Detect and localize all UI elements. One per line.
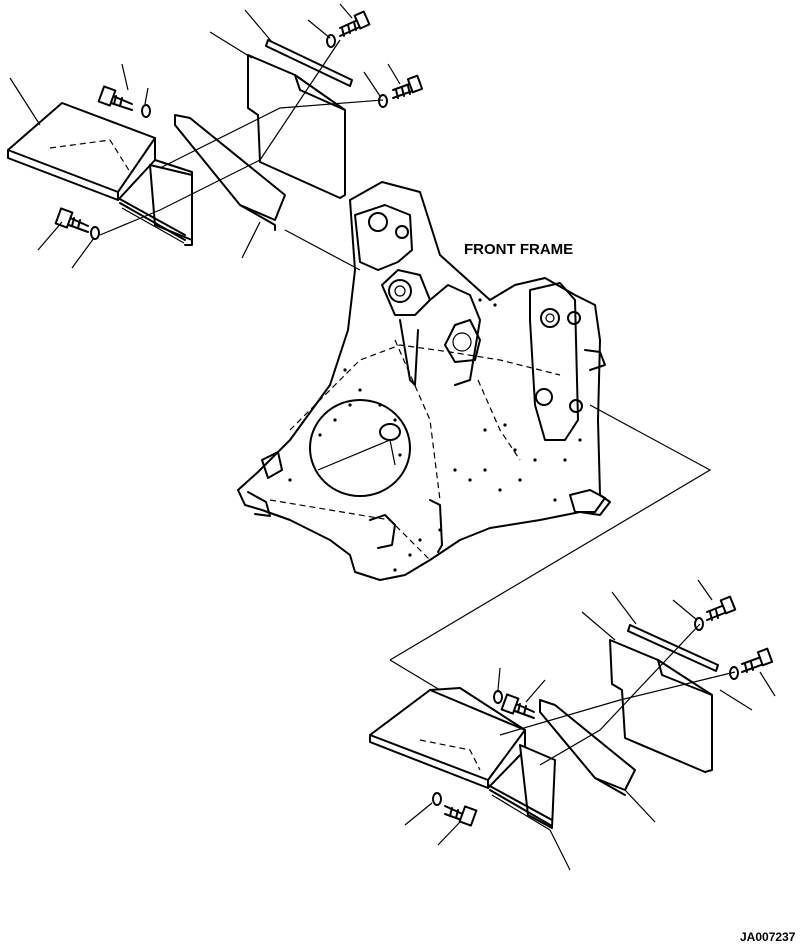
bolt-icon [706, 595, 737, 621]
bolt-icon [97, 85, 133, 111]
washer-icon [326, 34, 336, 48]
bolt-icon [339, 10, 371, 37]
bolt-icon [444, 805, 478, 827]
lower-step-assembly [369, 404, 776, 871]
lower-guard-plate [609, 639, 713, 773]
washer-icon [694, 617, 704, 631]
front-frame [237, 181, 611, 581]
bolt-icon [741, 647, 774, 673]
drawing-code-label: JA007237 [740, 930, 796, 944]
bolt-icon [500, 693, 535, 719]
washer-icon [90, 226, 100, 240]
bolt-icon [392, 74, 424, 99]
upper-step [7, 102, 156, 193]
upper-cover-plate [174, 114, 286, 221]
washer-icon [493, 690, 503, 704]
front-frame-label: FRONT FRAME [464, 241, 574, 258]
bolt-icon [54, 207, 89, 233]
washer-icon [378, 94, 388, 108]
upper-guard-plate [247, 54, 346, 199]
washer-icon [141, 104, 151, 118]
upper-step-assembly [7, 3, 424, 271]
washer-icon [432, 792, 442, 806]
